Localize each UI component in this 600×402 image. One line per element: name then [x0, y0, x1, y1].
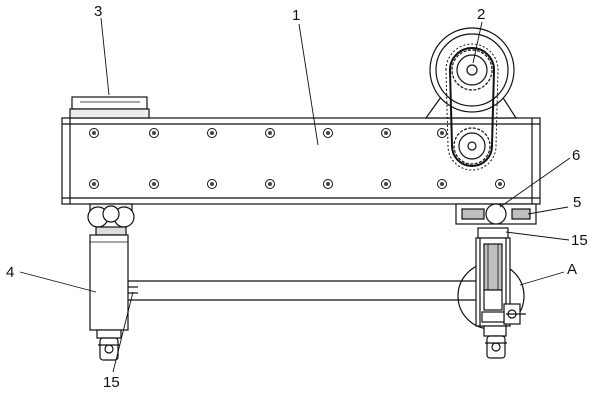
label-bracket: 5	[573, 194, 581, 211]
bolt-center	[326, 131, 330, 135]
label-beam: 1	[292, 7, 300, 24]
bolt-center	[440, 182, 444, 186]
label-top-plate: 3	[94, 3, 102, 20]
bolt-center	[92, 182, 96, 186]
label-detail-a: A	[567, 261, 577, 278]
right-column	[457, 227, 526, 359]
bolt-center	[326, 182, 330, 186]
left-column	[89, 226, 129, 361]
bolt-center	[152, 131, 156, 135]
bolt-center	[268, 131, 272, 135]
bolt-center	[92, 131, 96, 135]
bolt-center	[498, 182, 502, 186]
top-plate	[69, 96, 150, 119]
crossbar-tube	[128, 280, 478, 301]
bolt-center	[384, 182, 388, 186]
bolt-center	[210, 131, 214, 135]
right-bracket	[455, 203, 537, 225]
left-rollers	[87, 203, 135, 228]
label-wheel-bottom: 15	[103, 374, 120, 391]
label-wheel-right: 15	[571, 232, 588, 249]
bolt-group	[89, 128, 505, 189]
label-roller: 6	[572, 147, 580, 164]
label-sprocket: 2	[477, 6, 485, 23]
bolt-center	[152, 182, 156, 186]
label-left-column: 4	[6, 264, 14, 281]
bolt-center	[268, 182, 272, 186]
leader-lines	[19, 17, 571, 373]
bolt-center	[210, 182, 214, 186]
bolt-center	[440, 131, 444, 135]
bolt-center	[384, 131, 388, 135]
sprocket-drive	[424, 27, 518, 171]
